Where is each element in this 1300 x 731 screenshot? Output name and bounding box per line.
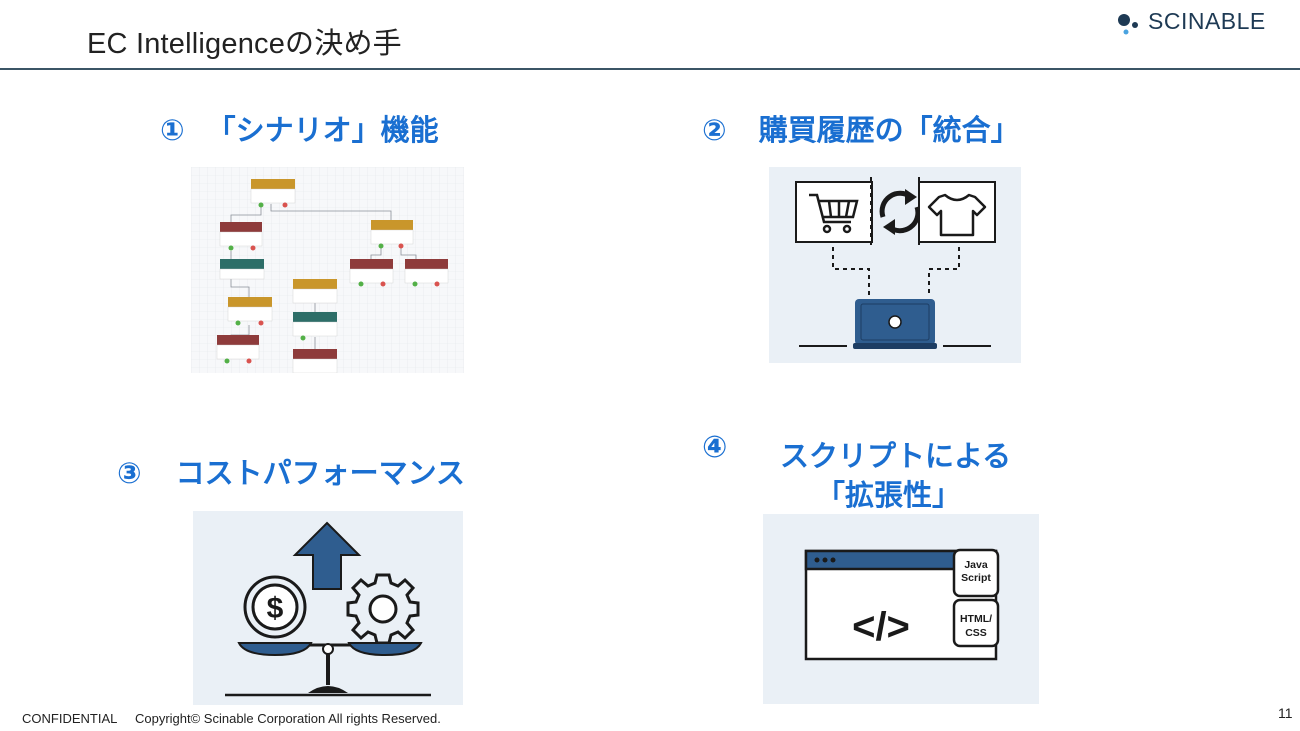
feature-3-heading: ③ コストパフォーマンス bbox=[117, 450, 465, 492]
feature-4-number: ④ bbox=[702, 431, 728, 464]
integration-illustration bbox=[769, 167, 1021, 363]
svg-text:$: $ bbox=[267, 592, 284, 625]
feature-2-number: ② bbox=[702, 115, 727, 147]
page-number: 11 bbox=[1278, 705, 1293, 721]
logo-text: SCINABLE bbox=[1148, 8, 1266, 34]
logo-dots-icon bbox=[1118, 14, 1138, 35]
feature-1-number: ① bbox=[160, 115, 185, 147]
scenario-flow-image bbox=[191, 167, 464, 374]
feature-4-label-line1: スクリプトによる bbox=[780, 441, 1012, 473]
feature-1-label: 「シナリオ」機能 bbox=[206, 115, 439, 147]
laptop-icon bbox=[853, 299, 937, 349]
cart-box bbox=[795, 181, 873, 243]
shirt-box bbox=[918, 181, 996, 243]
tshirt-icon bbox=[927, 193, 987, 237]
javascript-badge: Java Script bbox=[952, 548, 1000, 598]
html-css-badge: HTML/ CSS bbox=[952, 598, 1000, 648]
balance-scale-icon bbox=[225, 642, 431, 697]
shopping-cart-icon bbox=[809, 193, 859, 234]
header-divider bbox=[0, 68, 1300, 70]
gear-icon bbox=[346, 573, 420, 645]
feature-1-heading: ① 「シナリオ」機能 bbox=[160, 107, 439, 149]
feature-3-label: コストパフォーマンス bbox=[175, 458, 466, 490]
footer-confidential: CONFIDENTIAL bbox=[22, 711, 118, 726]
svg-text:HTML/: HTML/ bbox=[960, 613, 992, 625]
feature-3-number: ③ bbox=[117, 458, 142, 490]
feature-2-heading: ② 購買履歴の「統合」 bbox=[702, 107, 1020, 149]
footer: CONFIDENTIAL Copyright© Scinable Corpora… bbox=[22, 711, 455, 726]
cost-performance-illustration: $ bbox=[193, 511, 463, 705]
code-tag-text: </> bbox=[852, 605, 910, 649]
feature-2-label: 購買履歴の「統合」 bbox=[758, 115, 1020, 147]
scenario-flow-diagram bbox=[191, 167, 464, 374]
up-arrow-icon bbox=[292, 521, 362, 590]
svg-text:CSS: CSS bbox=[965, 627, 987, 639]
logo: SCINABLE bbox=[1115, 8, 1295, 38]
extensibility-illustration: </> Java Script HTML/ CSS bbox=[763, 514, 1039, 704]
footer-copyright: Copyright© Scinable Corporation All righ… bbox=[134, 711, 441, 726]
feature-4-label-line2: 「拡張性」 bbox=[816, 480, 962, 512]
dollar-coin-icon: $ bbox=[243, 575, 307, 639]
svg-text:Script: Script bbox=[961, 572, 991, 584]
svg-text:Java: Java bbox=[964, 559, 988, 571]
page-title: EC Intelligenceの決め手 bbox=[87, 28, 402, 60]
